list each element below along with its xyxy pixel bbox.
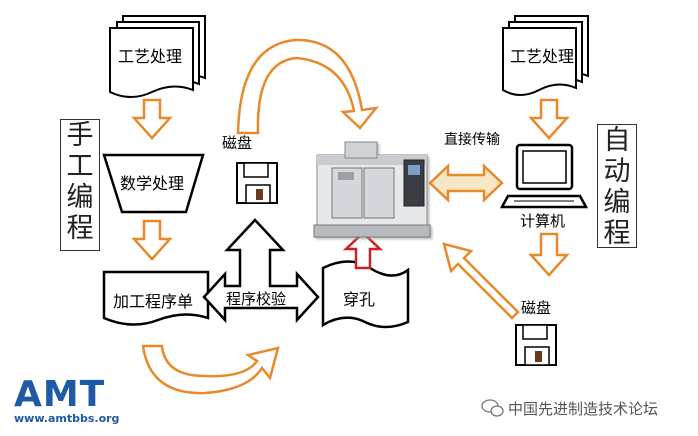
doc-stack-right — [502, 15, 589, 96]
red-up-arrow — [342, 231, 384, 270]
right-doc-label: 工艺处理 — [510, 47, 575, 66]
computer-label: 计算机 — [520, 212, 566, 230]
diagonal-arrow — [442, 242, 520, 320]
program-sheet-doc — [102, 270, 210, 326]
computer-icon — [499, 143, 589, 209]
auto-programming-label: 自 动 编 程 — [597, 124, 637, 249]
amt-logo: AMT — [14, 374, 106, 415]
floppy-disk-right-icon — [515, 324, 557, 366]
arrow-down-left-1 — [131, 98, 173, 140]
doc-stack-left — [109, 15, 206, 98]
program-check-label: 程序校验 — [226, 290, 287, 308]
arrow-down-left-2 — [131, 219, 173, 261]
curved-arrow-top — [236, 38, 379, 135]
left-disk-label: 磁盘 — [222, 134, 253, 152]
arrow-down-right-1 — [528, 98, 570, 140]
amt-url: www.amtbbs.org — [14, 412, 120, 425]
transfer-label: 直接传输 — [444, 132, 500, 148]
check-cross-arrow — [202, 218, 320, 324]
right-disk-label: 磁盘 — [521, 299, 552, 317]
arrow-down-right-2 — [528, 232, 570, 277]
watermark-text: 中国先进制造技术论坛 — [508, 400, 659, 418]
double-arrow-transfer — [428, 163, 504, 203]
left-doc-label: 工艺处理 — [118, 47, 183, 66]
floppy-disk-left-icon — [236, 162, 278, 204]
cnc-machine-image — [313, 141, 431, 238]
process-label: 数学处理 — [120, 174, 185, 193]
curved-arrow-bottom — [141, 344, 280, 395]
program-sheet-label: 加工程序单 — [113, 292, 194, 311]
punched-tape-label: 穿孔 — [343, 290, 376, 309]
manual-programming-label: 手 工 编 程 — [60, 119, 100, 251]
wechat-icon — [481, 399, 504, 417]
process-trapezoid — [102, 153, 205, 214]
